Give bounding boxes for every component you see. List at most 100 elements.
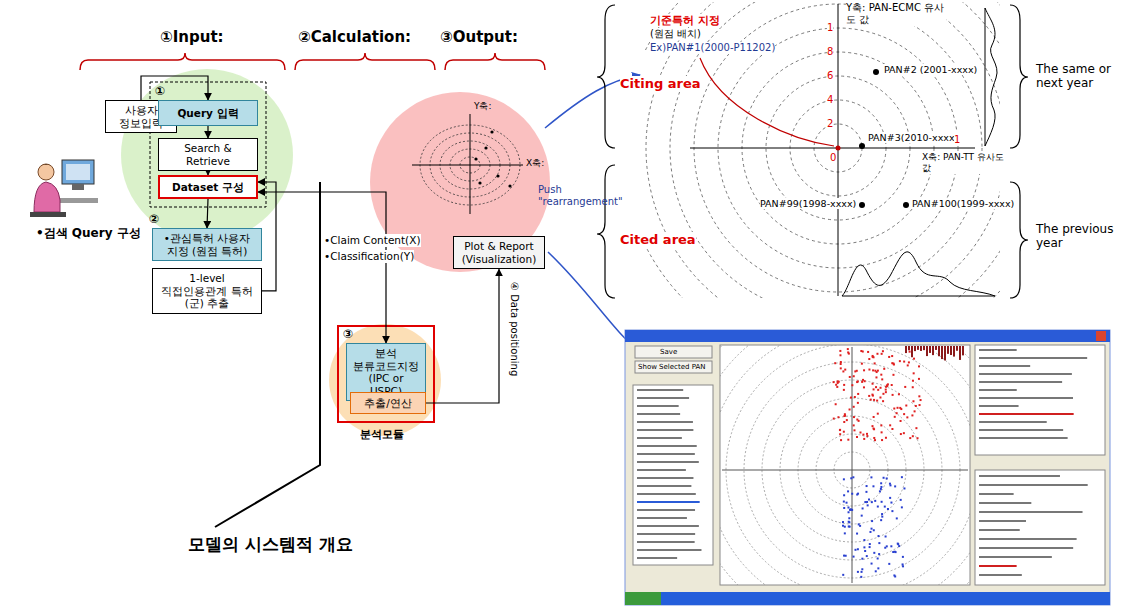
- origin-note: (원점 배치): [650, 28, 701, 40]
- list-row: [979, 520, 1026, 522]
- data-dot: [840, 367, 842, 369]
- data-dot: [881, 353, 883, 355]
- note: Push "rearrangement": [538, 184, 633, 208]
- list-row: [979, 357, 1087, 359]
- list-row: [979, 365, 1030, 367]
- data-dot: [873, 428, 875, 430]
- data-dot: [872, 369, 874, 371]
- software-screenshot: [625, 272, 1110, 611]
- data-dot: [881, 516, 883, 518]
- data-dot: [877, 506, 879, 508]
- data-dot: [909, 351, 911, 353]
- list-row: [637, 469, 686, 471]
- data-dot: [843, 421, 845, 423]
- list-row: [979, 421, 1047, 423]
- data-dot: [911, 414, 913, 416]
- data-dot: [860, 576, 862, 578]
- data-dot: [893, 574, 895, 576]
- polar-rings: [645, 2, 1000, 298]
- data-dot: [871, 394, 873, 396]
- data-dot: [903, 487, 905, 489]
- axis-label: Y축: PAN-ECMC 유사도 값: [846, 2, 946, 26]
- list-row: [637, 445, 697, 447]
- plot-dots: [474, 130, 511, 187]
- data-dot: [875, 376, 877, 378]
- list-row: [979, 574, 1022, 576]
- monitor: [62, 160, 94, 184]
- data-dot: [870, 399, 872, 401]
- note: •검색 Query 구성: [36, 226, 141, 240]
- data-dot: [915, 405, 917, 407]
- data-dot: [844, 526, 846, 528]
- y-axis: [470, 114, 471, 214]
- histogram-bar: [923, 346, 925, 350]
- list-row: [979, 389, 1017, 391]
- list-row: [979, 547, 1073, 549]
- data-dot: [918, 378, 920, 380]
- data-dot: [877, 567, 879, 569]
- list-row: [637, 389, 683, 391]
- data-dot: [886, 477, 888, 479]
- plot-ring: [720, 345, 970, 585]
- data-dot: [857, 380, 859, 382]
- data-dot: [900, 420, 902, 422]
- data-dot: [847, 439, 849, 441]
- connector: [258, 192, 386, 343]
- data-dot: [908, 361, 910, 363]
- process-box: ①Query 입력: [158, 100, 258, 126]
- data-dot: [854, 549, 856, 551]
- x-axis: [690, 148, 975, 149]
- list-row: [637, 549, 701, 551]
- data-dot: [843, 478, 845, 480]
- data-dot: [835, 403, 837, 405]
- data-dot: [872, 427, 874, 429]
- data-dot: [871, 425, 873, 427]
- list-row: [979, 529, 1020, 531]
- data-dot: [833, 418, 835, 420]
- data-dot: [877, 413, 879, 415]
- data-dot: [873, 437, 875, 439]
- data-dot: [859, 432, 861, 434]
- node-text: 분석 분류코드지정 (IPC or USPC): [351, 347, 421, 397]
- data-dot: [863, 386, 865, 388]
- list-box: [633, 385, 713, 565]
- close-button: [1096, 331, 1106, 341]
- plot-rings: [720, 345, 970, 585]
- section-title: ②Calculation:: [298, 28, 411, 46]
- period-label: The same or next year: [1036, 62, 1124, 91]
- data-dot: [894, 551, 896, 553]
- data-dot: [861, 381, 863, 383]
- tick-number: 2: [827, 118, 833, 130]
- histogram-bar: [932, 346, 934, 355]
- tick-number: 0: [830, 152, 836, 164]
- data-dot: [891, 428, 893, 430]
- data-dot: [897, 407, 899, 409]
- data-dot: [920, 399, 922, 401]
- data-dot: [863, 369, 865, 371]
- start-button: [625, 592, 661, 605]
- data-dot: [882, 400, 884, 402]
- histogram-bar: [941, 346, 943, 359]
- data-dot: [909, 437, 911, 439]
- point-label: PAN#100(1999-xxxx): [912, 198, 1014, 209]
- header-brackets: [80, 53, 545, 70]
- data-dot: [871, 501, 873, 503]
- x-axis: [722, 470, 968, 471]
- data-dot: [846, 502, 848, 504]
- data-dot: [873, 416, 875, 418]
- histogram-bar: [929, 346, 931, 353]
- data-dot: [874, 362, 876, 364]
- data-dot: [918, 365, 920, 367]
- head: [38, 164, 54, 180]
- data-dot: [894, 416, 896, 418]
- data-dot: [847, 351, 849, 353]
- data-dot: [862, 351, 864, 353]
- data-dot: [879, 397, 881, 399]
- list-row: [979, 493, 1014, 495]
- section-title: ①Input:: [160, 28, 224, 46]
- data-dot: [881, 378, 883, 380]
- data-dot: [915, 427, 917, 429]
- data-dot: [880, 519, 882, 521]
- data-dot: [883, 477, 885, 479]
